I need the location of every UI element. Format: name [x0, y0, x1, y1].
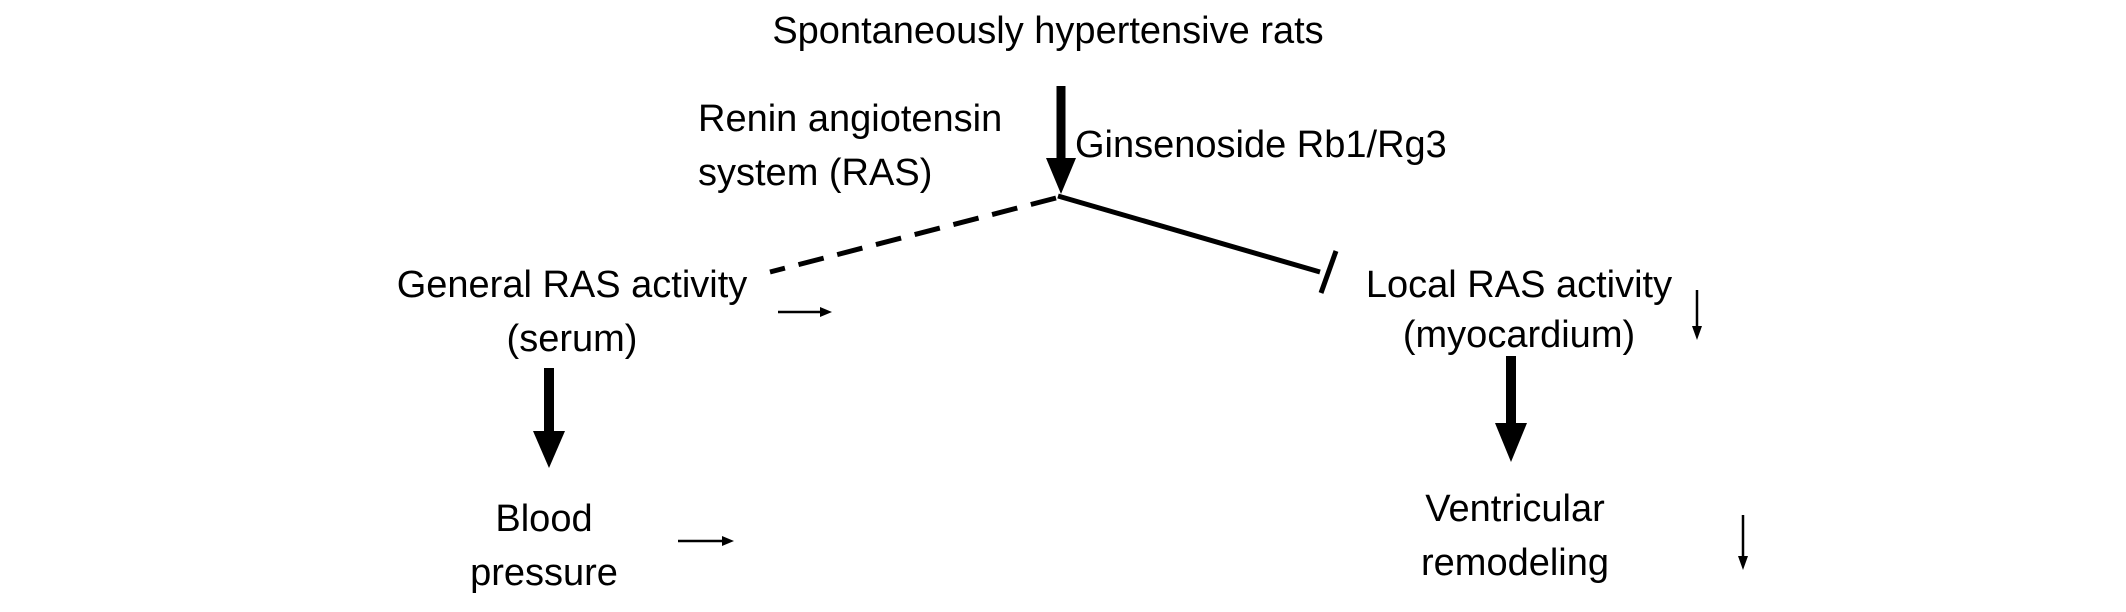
general-ras-label-line2: (serum) [506, 318, 638, 360]
inhibition-connector-local [1057, 193, 1339, 294]
down-arrow-icon [1692, 290, 1702, 340]
right-arrow-icon [778, 307, 832, 317]
dashed-connector-general [769, 195, 1057, 275]
ginsenoside-label: Ginsenoside Rb1/Rg3 [1075, 124, 1447, 166]
ras-label-line1: Renin angiotensin [698, 98, 1003, 140]
local-ras-label-line1: Local RAS activity [1365, 264, 1673, 306]
general-ras-label-line1: General RAS activity [396, 264, 748, 306]
ventricular-label-line1: Ventricular [1425, 488, 1605, 530]
ventricular-label-line2: remodeling [1421, 542, 1609, 584]
local-ras-label-line2: (myocardium) [1402, 314, 1636, 356]
blood-pressure-label-line2: pressure [470, 552, 618, 594]
main-down-arrow [1046, 86, 1076, 194]
right-arrow-icon [678, 536, 734, 546]
ras-label-line2: system (RAS) [698, 152, 933, 194]
general-to-blood-arrow [533, 368, 565, 468]
top-node-label: Spontaneously hypertensive rats [772, 10, 1324, 52]
local-to-ventricular-arrow [1495, 356, 1527, 462]
down-arrow-icon [1738, 515, 1748, 570]
blood-pressure-label-line1: Blood [495, 498, 593, 540]
